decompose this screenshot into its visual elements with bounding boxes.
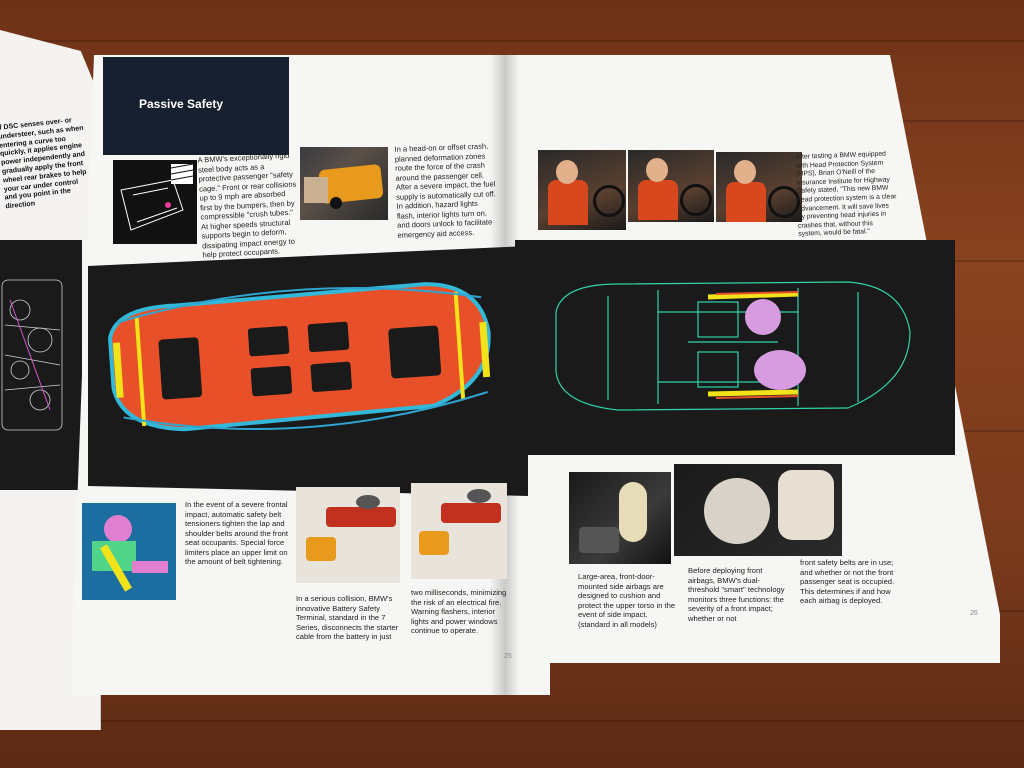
page-number-right: 26 xyxy=(970,610,978,617)
wood-grain xyxy=(0,40,1024,42)
body-structure-illustration xyxy=(108,282,491,432)
belts-paragraph: In the event of a severe frontal impact,… xyxy=(185,500,289,566)
crash-test-photo xyxy=(300,147,388,220)
left-edge-text: If DSC senses over- or understeer, such … xyxy=(0,117,87,211)
headon-paragraph: In a head-on or offset crash, planned de… xyxy=(394,141,496,240)
crash-diagram xyxy=(113,160,197,244)
hps-photo-1 xyxy=(538,150,626,230)
side-airbag-photo xyxy=(569,472,671,564)
section-title: Passive Safety xyxy=(139,97,224,111)
hps-photo-3 xyxy=(716,152,802,222)
side-airbags-paragraph: Large-area, front-door-mounted side airb… xyxy=(578,572,676,629)
battery-terminal-illustration-2 xyxy=(411,483,507,579)
front-airbags-paragraph: Before deploying front airbags, BMW's du… xyxy=(688,566,785,623)
prev-page-band xyxy=(0,240,82,490)
front-airbags-paragraph-2: front safety belts are in use; and wheth… xyxy=(800,558,895,605)
right-car-band xyxy=(515,240,955,455)
battery-terminal-illustration-1 xyxy=(296,487,400,583)
front-airbag-photo xyxy=(674,464,842,556)
page-number-left: 25 xyxy=(504,653,512,660)
hps-photo-2 xyxy=(628,150,714,222)
airbag-wireframe-illustration xyxy=(555,281,911,411)
engine-wireframe xyxy=(1,279,63,431)
belt-tensioner-illustration xyxy=(82,503,176,600)
hps-paragraph: After testing a BMW equipped with Head P… xyxy=(795,150,897,239)
cage-paragraph: A BMW's exceptionally rigid steel body a… xyxy=(197,150,297,260)
section-title-box: Passive Safety xyxy=(103,57,289,155)
battery-paragraph-2: two milliseconds, minimizing the risk of… xyxy=(411,588,507,635)
wood-grain xyxy=(0,720,1024,722)
battery-paragraph-1: In a serious collision, BMW's innovative… xyxy=(296,594,399,641)
